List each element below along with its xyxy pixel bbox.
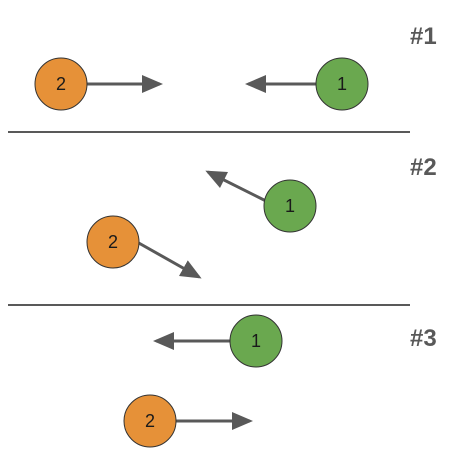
ball-2-panel-2 [86,215,140,269]
panel-3: 1 2 [123,314,283,448]
ball-1-label: 1 [251,331,261,351]
ball-2-label: 2 [56,74,66,94]
ball-2-panel-1 [34,57,88,111]
ball-1-label: 1 [337,74,347,94]
ball-1-panel-2 [263,179,317,233]
panel-2-label: #2 [410,154,437,181]
ball-2-panel-3 [123,394,177,448]
ball-1-panel-1 [315,57,369,111]
ball-1-label: 1 [285,196,295,216]
panel-2: 1 2 [86,170,317,279]
arrow-ball-2-panel-2 [136,240,202,279]
ball-2-label: 2 [145,411,155,431]
arrow-ball-1-panel-2 [205,170,267,203]
ball-1-panel-3 [229,314,283,368]
panel-1-label: #1 [410,23,437,50]
ball-2-label: 2 [108,232,118,252]
panel-1: 2 1 [34,57,369,111]
panel-3-label: #3 [410,325,437,352]
